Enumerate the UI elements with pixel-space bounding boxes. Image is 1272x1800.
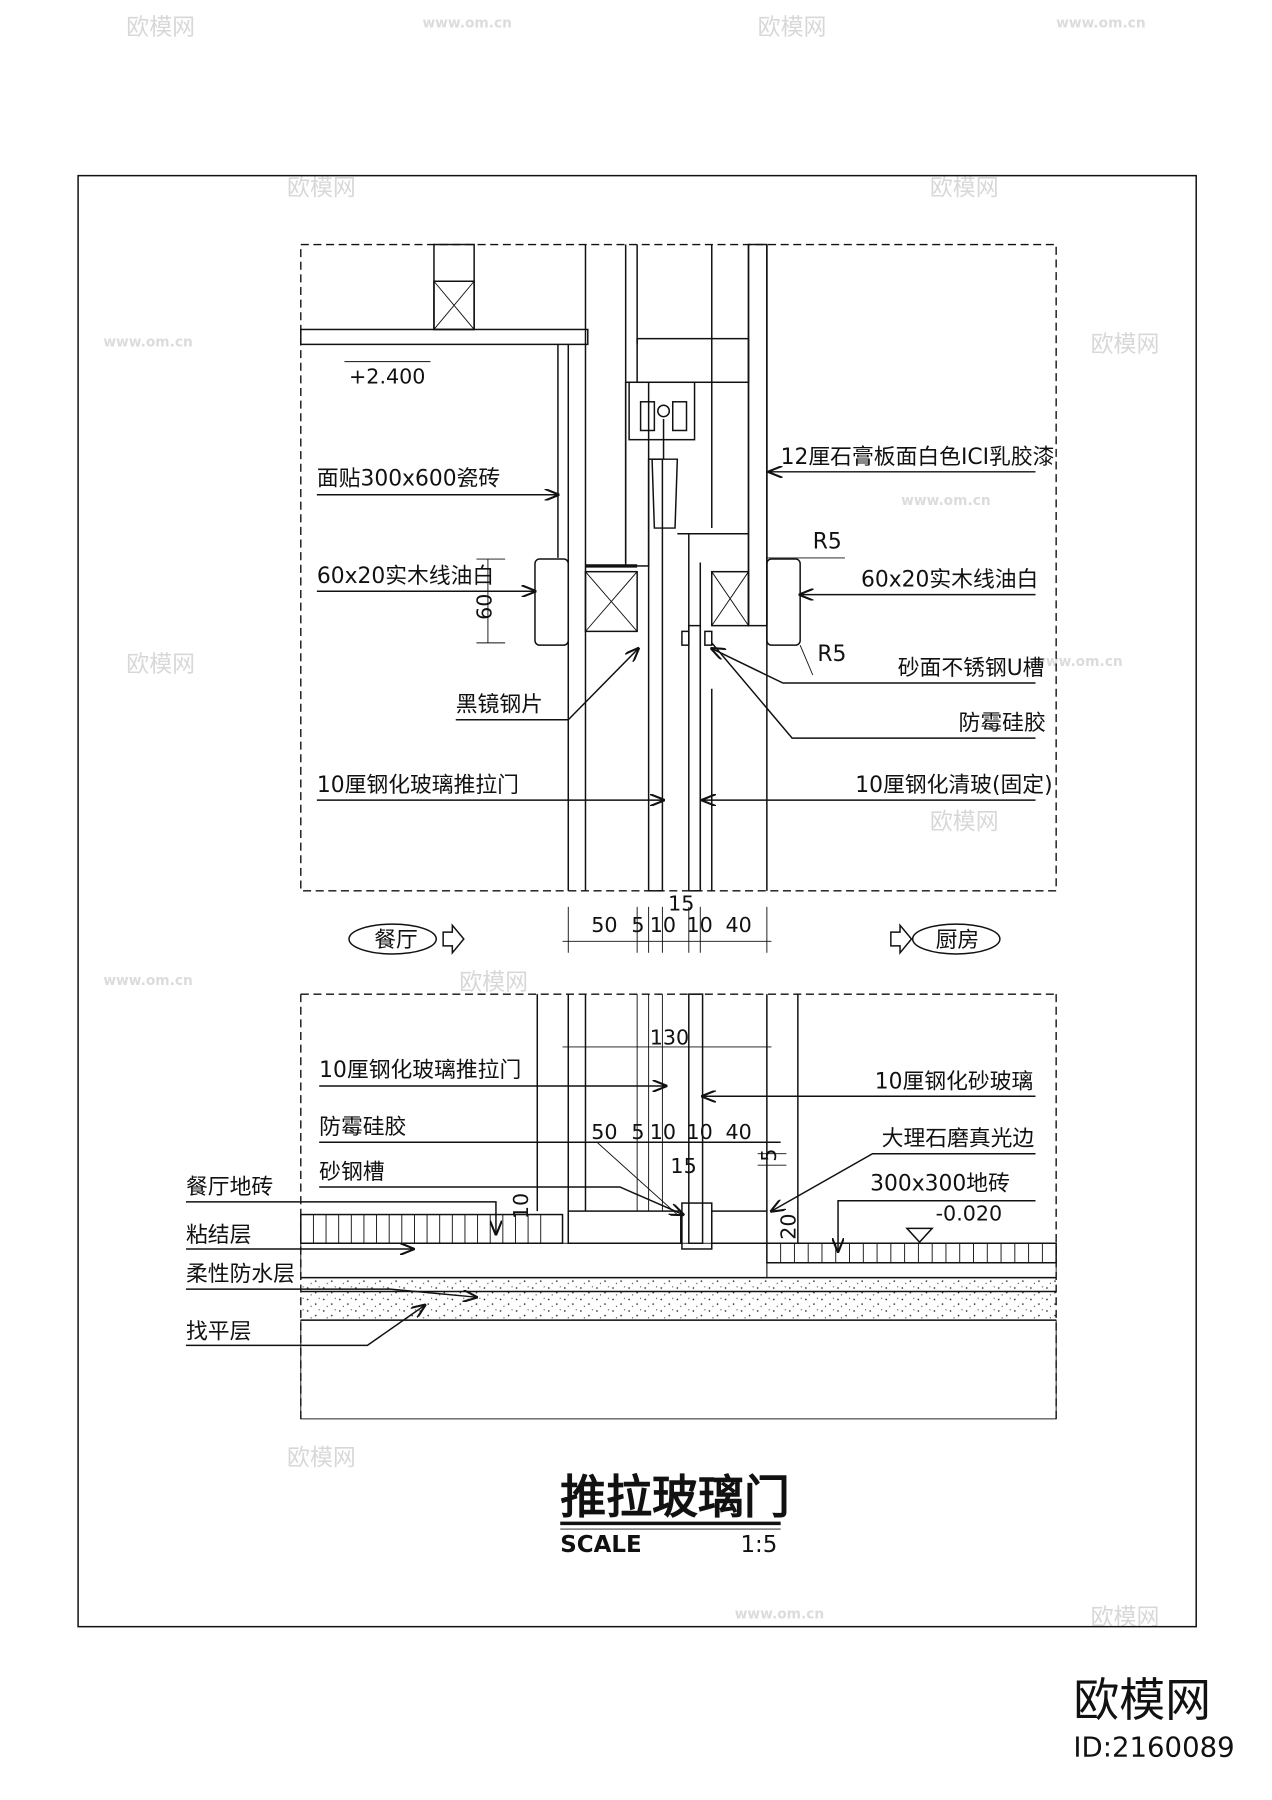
arrow-icon — [890, 923, 913, 955]
bottom-section: 130 10厘钢化玻璃推拉门 10厘钢化砂玻璃 防霉硅胶 50 5 10 10 … — [185, 993, 1057, 1420]
label-wood-trim-left: 60x20实木线油白 — [317, 564, 494, 589]
label-silicone: 防霉硅胶 — [959, 711, 1046, 736]
fixed-glass — [688, 624, 702, 892]
label-wood-trim-right: 60x20实木线油白 — [861, 568, 1038, 593]
screed-layer — [300, 1291, 1057, 1321]
level-triangle-icon — [905, 1227, 934, 1244]
watermark-site: www.om.cn — [422, 16, 512, 32]
title-block: 推拉玻璃门 SCALE 1:5 — [560, 1470, 790, 1558]
logo-id: ID:2160089 — [1073, 1731, 1234, 1763]
label-steel-channel: 砂钢槽 — [319, 1160, 384, 1185]
dim-40: 40 — [726, 1120, 752, 1144]
dim-20: 20 — [777, 1213, 801, 1239]
room-indicators: 餐厅 厨房 — [348, 923, 1001, 955]
frosted-glass — [688, 993, 704, 1244]
sliding-glass-door — [647, 458, 664, 892]
dim-130: 130 — [650, 1026, 689, 1050]
label-r5-bottom: R5 — [817, 642, 846, 667]
label-fixed-glass: 10厘钢化清玻(固定) — [855, 773, 1052, 798]
label-screed-layer: 找平层 — [186, 1320, 251, 1345]
label-silicone-bottom: 防霉硅胶 — [319, 1115, 406, 1140]
label-dining-floor-tile: 餐厅地砖 — [186, 1175, 273, 1200]
sliding-track — [628, 381, 696, 441]
watermark-layer: 欧模网 欧模网 欧模网 欧模网 欧模网 欧模网 欧模网 欧模网 欧模网 欧模网 … — [103, 14, 1159, 1630]
logo-brand: 欧模网 — [1073, 1673, 1211, 1727]
level-mark-top: +2.400 — [349, 364, 425, 388]
dim-50: 50 — [591, 913, 617, 937]
label-wall-tile: 面贴300x600瓷砖 — [317, 467, 500, 492]
top-detail-boundary — [300, 243, 1057, 892]
top-section: +2.400 60 面贴300x600瓷砖 60x20实木线油白 黑镜钢片 — [300, 243, 1057, 953]
watermark-brand: 欧模网 — [1091, 331, 1160, 357]
label-u-channel: 砂面不锈钢U槽 — [898, 656, 1045, 681]
level-mark-bottom: -0.020 — [936, 1201, 1003, 1225]
drawing-frame — [77, 174, 1197, 1628]
watermark-logo: 欧模网 ID:2160089 — [1073, 1673, 1234, 1763]
watermark-site: www.om.cn — [1033, 654, 1123, 670]
dim-40: 40 — [726, 913, 752, 937]
label-black-mirror-steel: 黑镜钢片 — [456, 693, 543, 718]
watermark-brand: 欧模网 — [126, 652, 195, 678]
dim-10: 10 — [687, 913, 713, 937]
watermark-site: www.om.cn — [735, 1607, 825, 1623]
dim-10: 10 — [687, 1120, 713, 1144]
dim-10: 10 — [650, 913, 676, 937]
watermark-brand: 欧模网 — [459, 970, 528, 996]
gypsum-board — [747, 243, 768, 627]
watermark-brand: 欧模网 — [287, 175, 356, 201]
dim-60: 60 — [472, 594, 496, 620]
label-kitchen-floor-tile: 300x300地砖 — [870, 1171, 1010, 1196]
watermark-site: www.om.cn — [901, 493, 990, 509]
label-waterproof-layer: 柔性防水层 — [186, 1262, 295, 1287]
kitchen-floor-tile — [766, 1242, 1057, 1264]
dim-15: 15 — [670, 1154, 696, 1178]
dim-5: 5 — [631, 1120, 644, 1144]
arrow-icon — [442, 923, 465, 955]
concrete-slab — [300, 1319, 1057, 1420]
label-gypsum: 12厘石膏板面白色ICI乳胶漆 — [781, 445, 1055, 470]
room-dining: 餐厅 — [374, 928, 418, 953]
watermark-brand: 欧模网 — [758, 14, 827, 40]
label-frosted-glass: 10厘钢化砂玻璃 — [875, 1069, 1034, 1094]
dim-5: 5 — [631, 913, 644, 937]
watermark-brand: 欧模网 — [287, 1445, 356, 1471]
steel-channel — [681, 1202, 713, 1250]
label-sliding-door-bottom: 10厘钢化玻璃推拉门 — [319, 1058, 521, 1083]
watermark-brand: 欧模网 — [126, 14, 195, 40]
ceiling-slab — [300, 328, 589, 346]
dim-15: 15 — [668, 891, 694, 915]
label-sliding-door: 10厘钢化玻璃推拉门 — [317, 773, 519, 798]
scale-value: 1:5 — [740, 1532, 777, 1558]
label-r5-top: R5 — [813, 530, 842, 555]
dim-50: 50 — [591, 1120, 617, 1144]
wood-trim-left — [534, 558, 570, 646]
room-kitchen: 厨房 — [936, 928, 980, 953]
watermark-brand: 欧模网 — [930, 809, 999, 835]
dim-10: 10 — [650, 1120, 676, 1144]
waterproof-layer — [300, 1277, 1057, 1292]
wood-trim-right — [766, 558, 801, 646]
scale-label: SCALE — [560, 1532, 641, 1558]
label-bonding-layer: 粘结层 — [186, 1223, 251, 1248]
watermark-site: www.om.cn — [103, 335, 193, 351]
marble-threshold — [567, 1210, 682, 1244]
label-marble-edge: 大理石磨真光边 — [882, 1127, 1035, 1152]
dim-5-small: 5 — [757, 1149, 781, 1162]
watermark-site: www.om.cn — [103, 973, 193, 989]
watermark-site: www.om.cn — [1056, 16, 1146, 32]
watermark-brand: 欧模网 — [930, 175, 999, 201]
drawing-title: 推拉玻璃门 — [560, 1470, 790, 1524]
